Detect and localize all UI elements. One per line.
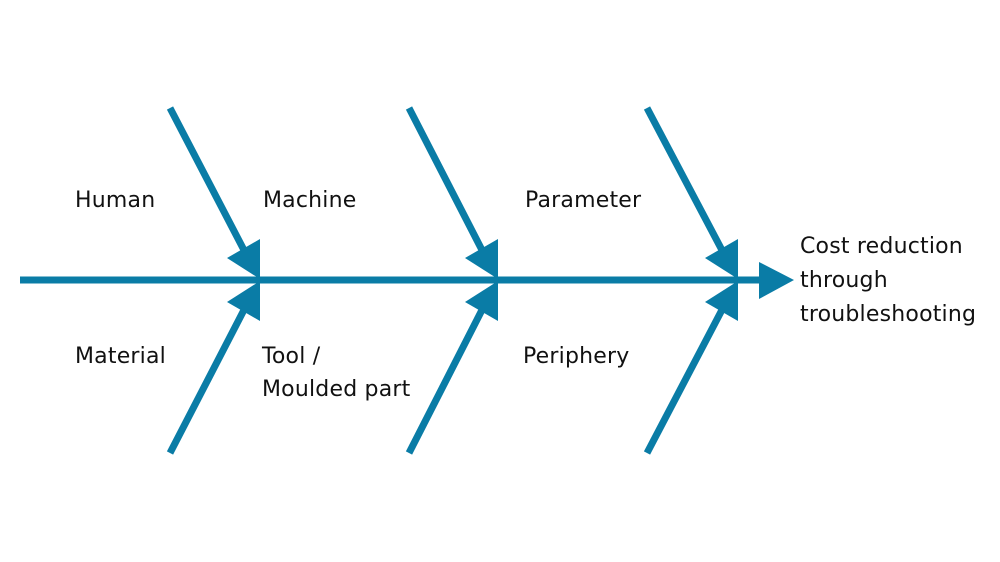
arrowhead-bottom-2 [465, 281, 498, 321]
bone-top-2 [405, 106, 488, 256]
bone-bottom-2 [405, 304, 488, 455]
effect-line-3: troubleshooting [800, 302, 977, 327]
arrowhead-bottom-3 [705, 281, 738, 321]
arrowhead-top-3 [705, 239, 738, 279]
cause-moulded-part: Moulded part [262, 377, 411, 402]
effect-line-2: through [800, 268, 888, 293]
cause-human: Human [75, 188, 156, 213]
arrowhead-top-2 [465, 239, 498, 279]
effect-line-1: Cost reduction [800, 234, 963, 259]
cause-parameter: Parameter [525, 188, 642, 213]
arrowhead-bottom-1 [227, 281, 260, 321]
cause-tool: Tool / [262, 344, 321, 369]
bone-top-3 [643, 106, 728, 256]
bone-bottom-3 [643, 304, 728, 455]
cause-material: Material [75, 344, 166, 369]
cause-machine: Machine [263, 188, 357, 213]
bone-top-1 [166, 106, 250, 256]
cause-periphery: Periphery [523, 344, 630, 369]
bone-bottom-1 [166, 304, 250, 455]
arrowhead-top-1 [227, 239, 260, 279]
spine-arrowhead [759, 262, 794, 299]
